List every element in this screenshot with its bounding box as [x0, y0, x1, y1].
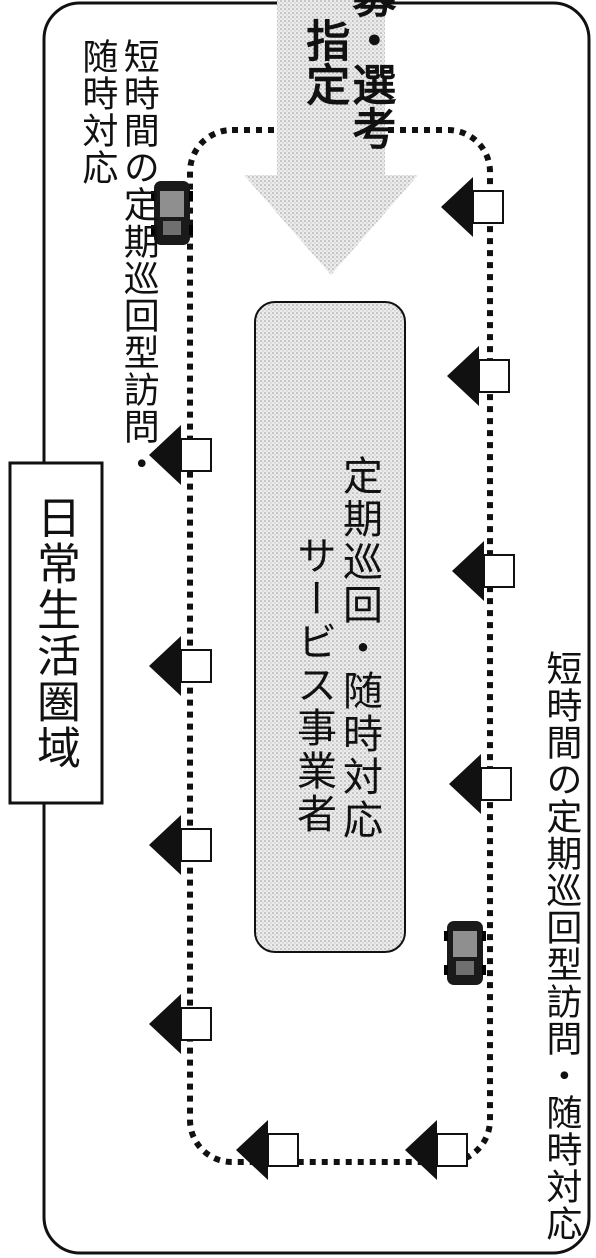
- selection-arrow: [244, 0, 418, 275]
- top-routes-label: 短時間の定期巡回型訪問・ 随時対応: [76, 38, 159, 482]
- selection-label-line2: 指定: [298, 18, 350, 106]
- house-icon: [148, 993, 212, 1055]
- house-icon: [448, 753, 512, 815]
- top-routes-label-line1: 短時間の定期巡回型訪問・: [117, 38, 159, 482]
- house-icon: [148, 814, 212, 876]
- provider-label: 定期巡回・随時対応 サービス事業者: [290, 455, 382, 842]
- house-icon: [148, 635, 212, 697]
- provider-box: [254, 301, 406, 953]
- house-icon: [451, 540, 515, 602]
- house-icon: [235, 1119, 299, 1181]
- area-label-box: [8, 461, 104, 805]
- area-label: 日常生活圏域: [29, 495, 80, 771]
- top-routes-label-line2: 随時対応: [76, 38, 118, 186]
- provider-label-line1: 定期巡回・随時対応: [336, 455, 382, 842]
- selection-label-line1: 公募・選考: [344, 0, 396, 150]
- house-icon: [440, 176, 504, 238]
- car-icon: [444, 921, 486, 985]
- house-icon: [446, 345, 510, 407]
- house-icon: [404, 1119, 468, 1181]
- provider-label-line2: サービス事業者: [290, 535, 336, 836]
- selection-label: 公募・選考 指定: [298, 0, 396, 150]
- bottom-routes-label: 短時間の定期巡回型訪問・随時対応: [540, 650, 582, 1242]
